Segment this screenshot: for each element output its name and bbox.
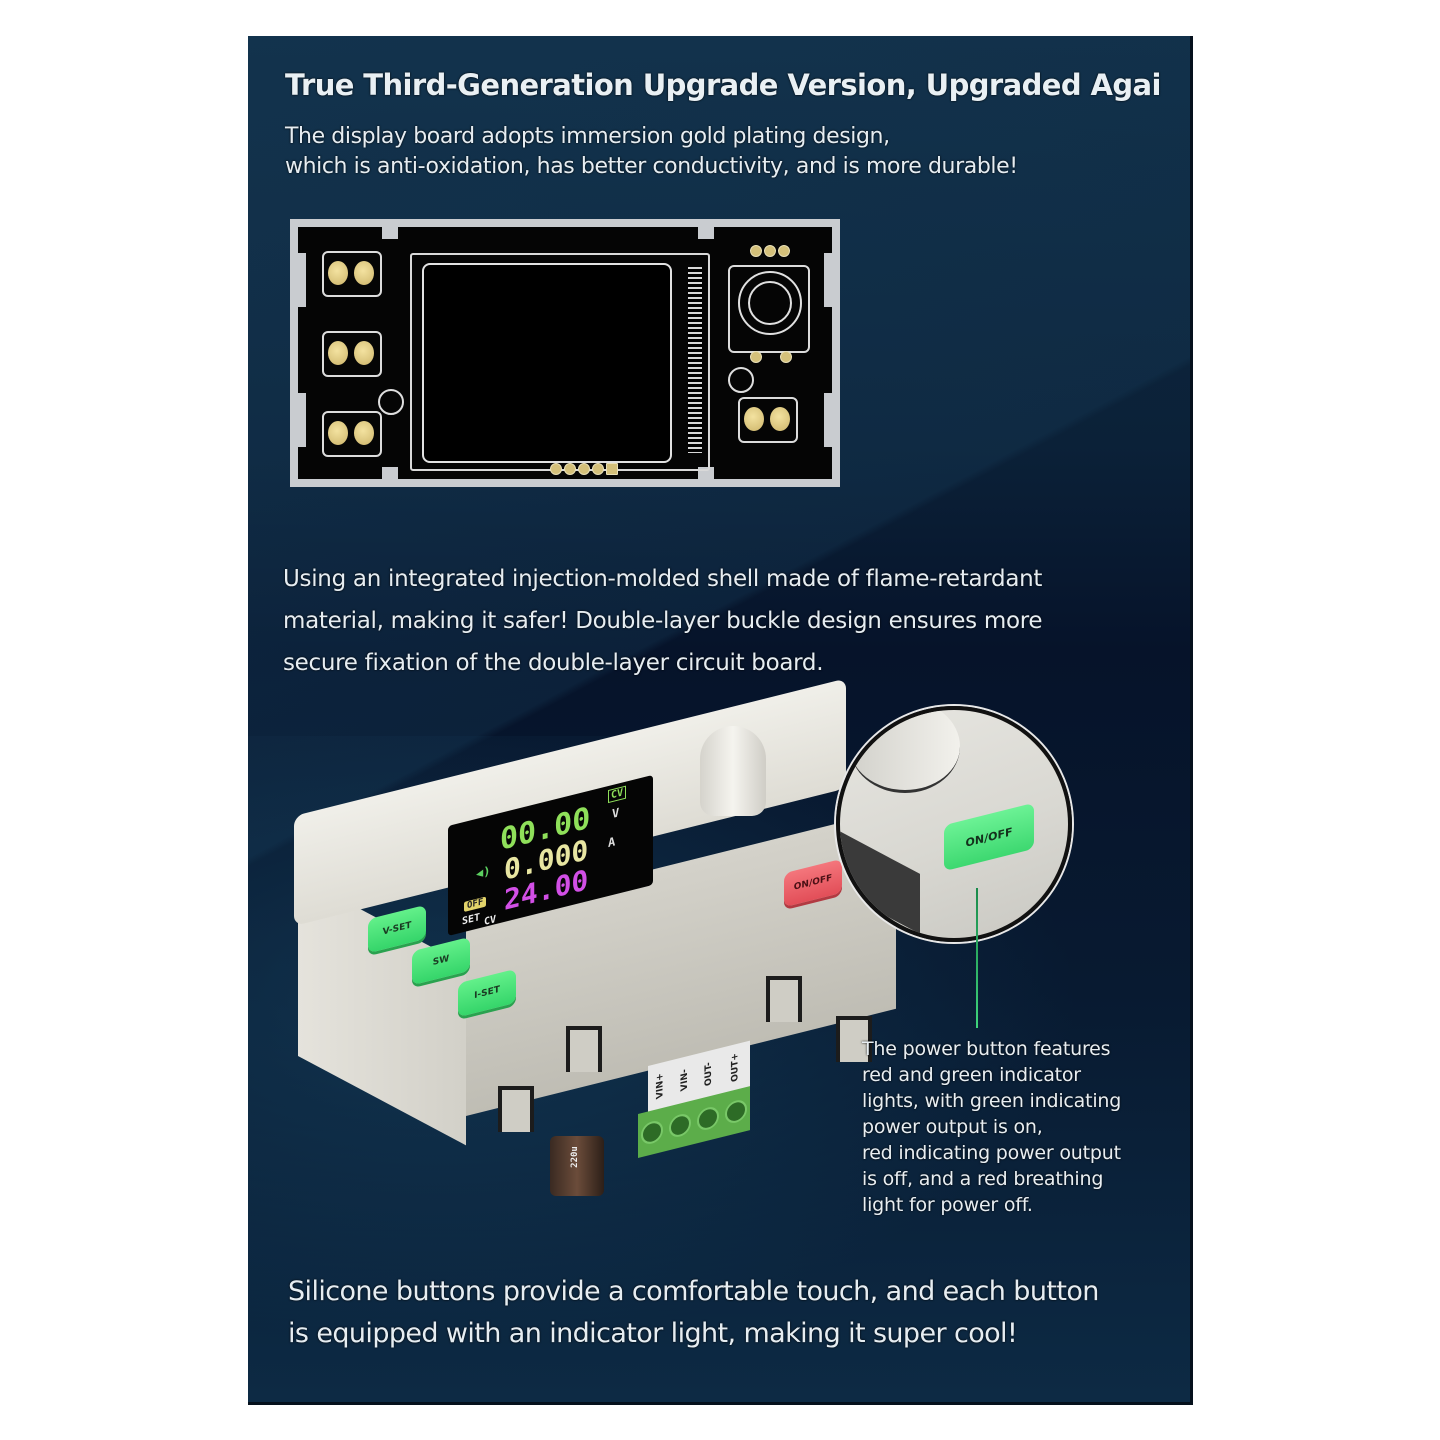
pcb-notch: [290, 393, 306, 447]
encoder-pin: [750, 351, 762, 363]
pcb-surface: [290, 219, 840, 487]
current-unit: A: [608, 834, 616, 851]
footer-line: Silicone buttons provide a comfortable t…: [288, 1276, 1099, 1307]
speaker-icon: ◀): [476, 863, 491, 882]
cv-status-badge: CV: [608, 785, 627, 804]
display-board-pcb-image: [290, 219, 840, 487]
voltage-unit: V: [612, 805, 620, 822]
lcd-footprint: [410, 253, 710, 471]
pcb-notch: [698, 467, 714, 487]
pcb-notch: [382, 467, 398, 487]
button-pad-4: [738, 397, 798, 443]
power-supply-device-image: 00.00 CV V ◀) 0.000 A OFF 24.00 SET CV V…: [288, 678, 908, 1196]
shell-description-line: material, making it safer! Double-layer …: [283, 608, 1043, 634]
shell-description-line: Using an integrated injection-molded she…: [283, 566, 1043, 592]
shell-description-line: secure fixation of the double-layer circ…: [283, 650, 824, 676]
power-button-callout: The power button features red and green …: [862, 1036, 1121, 1218]
encoder-pin: [750, 245, 762, 257]
callout-line: red and green indicator: [862, 1064, 1081, 1086]
callout-line: light for power off.: [862, 1194, 1033, 1216]
callout-line: power output is on,: [862, 1116, 1043, 1138]
rotary-encoder-knob: [700, 726, 766, 816]
output-off-badge: OFF: [464, 896, 487, 913]
buckle-clip: [836, 1016, 872, 1062]
screw-icon: [725, 1097, 747, 1126]
fpc-connector-pads: [688, 267, 702, 453]
via-ring: [728, 367, 754, 393]
pcb-notch: [290, 253, 306, 307]
pcb-description-line: which is anti-oxidation, has better cond…: [285, 154, 1018, 179]
magnified-knob-base: [850, 710, 960, 793]
screw-icon: [669, 1111, 691, 1140]
product-poster: True Third-Generation Upgrade Version, U…: [248, 36, 1193, 1405]
screw-icon: [697, 1104, 719, 1133]
encoder-footprint: [728, 265, 810, 353]
button-pad-2: [322, 331, 382, 377]
encoder-pin: [778, 245, 790, 257]
encoder-pin: [764, 245, 776, 257]
silicone-buttons-description: Silicone buttons provide a comfortable t…: [288, 1271, 1099, 1355]
buckle-clip: [766, 976, 802, 1022]
encoder-ring-inner: [748, 281, 792, 325]
callout-line: lights, with green indicating: [862, 1090, 1122, 1112]
set-label: SET: [462, 912, 481, 928]
header-pin: [606, 463, 618, 475]
shell-description: Using an integrated injection-molded she…: [283, 558, 1043, 684]
pcb-notch: [824, 253, 840, 307]
encoder-pin: [780, 351, 792, 363]
magnified-on-off-button: ON/OFF: [944, 802, 1034, 872]
header-pin: [550, 463, 562, 475]
magnifier-zoom-circle: ON/OFF: [836, 706, 1072, 942]
pcb-notch: [382, 219, 398, 239]
encoder-ring: [738, 271, 802, 335]
pcb-description: The display board adopts immersion gold …: [285, 122, 1018, 182]
terminal-label-out-plus: OUT+: [730, 1051, 741, 1083]
callout-line: is off, and a red breathing: [862, 1168, 1104, 1190]
header-pin: [578, 463, 590, 475]
button-pad-1: [322, 251, 382, 297]
headline: True Third-Generation Upgrade Version, U…: [285, 68, 1161, 102]
capacitor: 220u: [550, 1136, 604, 1196]
pcb-description-line: The display board adopts immersion gold …: [285, 124, 890, 149]
buckle-clip: [566, 1026, 602, 1072]
header-pin: [564, 463, 576, 475]
buckle-clip: [498, 1086, 534, 1132]
header-pin: [592, 463, 604, 475]
callout-line: The power button features: [862, 1038, 1111, 1060]
terminal-label-out-minus: OUT-: [703, 1060, 714, 1087]
footer-line: is equipped with an indicator light, mak…: [288, 1318, 1018, 1349]
screw-icon: [641, 1118, 663, 1147]
pcb-notch: [698, 219, 714, 239]
capacitor-label: 220u: [569, 1146, 580, 1168]
terminal-label-vin-minus: VIN-: [680, 1067, 691, 1092]
callout-leader-line: [976, 888, 978, 1028]
callout-line: red indicating power output: [862, 1142, 1121, 1164]
lcd-window: [422, 263, 672, 463]
terminal-label-vin-plus: VIN+: [656, 1071, 667, 1100]
button-pad-3: [322, 411, 382, 457]
pcb-notch: [824, 393, 840, 447]
via-ring: [378, 389, 404, 415]
